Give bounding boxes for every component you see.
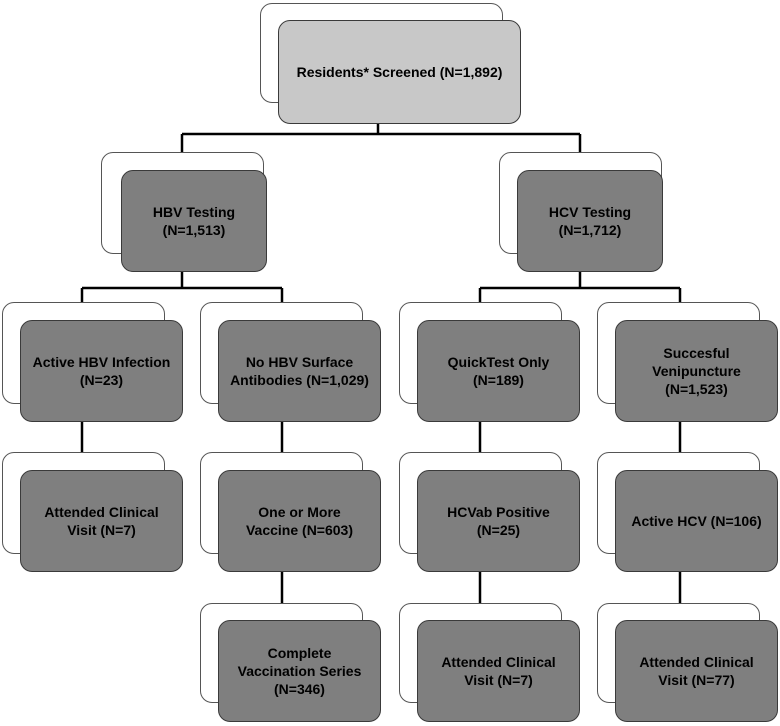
node-active-hbv-infection: Active HBV Infection (N=23)	[20, 320, 183, 422]
node-label: Residents* Screened (N=1,892)	[296, 64, 503, 80]
node-label: Succesful Venipuncture (N=1,523)	[652, 345, 741, 397]
node-active-hcv: Active HCV (N=106)	[615, 470, 778, 572]
node-label: Attended Clinical Visit (N=77)	[639, 654, 754, 688]
node-label: Attended Clinical Visit (N=7)	[44, 504, 159, 538]
node-label: Complete Vaccination Series (N=346)	[237, 645, 362, 697]
node-label: HCVab Positive (N=25)	[447, 504, 550, 538]
node-hcvab-positive: HCVab Positive (N=25)	[417, 470, 580, 572]
node-hcvab-attended-clinical-visit: Attended Clinical Visit (N=7)	[417, 620, 580, 722]
node-active-hcv-attended-clinical-visit: Attended Clinical Visit (N=77)	[615, 620, 778, 722]
node-no-hbv-surface-antibodies: No HBV Surface Antibodies (N=1,029)	[218, 320, 381, 422]
node-label: Active HCV (N=106)	[631, 513, 762, 529]
node-succesful-venipuncture: Succesful Venipuncture (N=1,523)	[615, 320, 778, 422]
node-label: Active HBV Infection (N=23)	[32, 354, 171, 388]
node-label: Attended Clinical Visit (N=7)	[441, 654, 556, 688]
node-hcv-testing: HCV Testing (N=1,712)	[517, 170, 663, 272]
node-label: One or More Vaccine (N=603)	[245, 504, 353, 538]
node-label: No HBV Surface Antibodies (N=1,029)	[230, 354, 369, 388]
node-one-or-more-vaccine: One or More Vaccine (N=603)	[218, 470, 381, 572]
node-complete-vaccination-series: Complete Vaccination Series (N=346)	[218, 620, 381, 722]
node-label: HCV Testing (N=1,712)	[548, 204, 632, 238]
node-quicktest-only: QuickTest Only (N=189)	[417, 320, 580, 422]
node-hbv-attended-clinical-visit: Attended Clinical Visit (N=7)	[20, 470, 183, 572]
node-residents-screened: Residents* Screened (N=1,892)	[278, 20, 521, 124]
node-hbv-testing: HBV Testing (N=1,513)	[121, 170, 267, 272]
node-label: HBV Testing (N=1,513)	[152, 204, 236, 238]
node-label: QuickTest Only (N=189)	[447, 354, 550, 388]
